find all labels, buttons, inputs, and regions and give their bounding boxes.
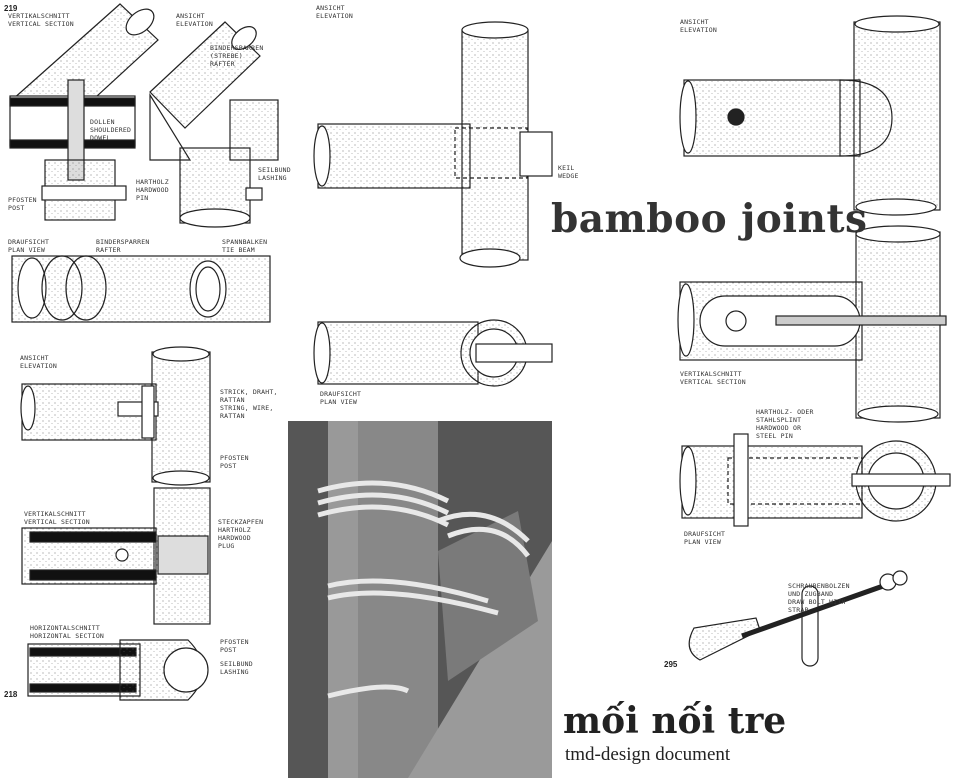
bolt-joint-section-drawing xyxy=(677,225,947,423)
label-lashing-c: SEILBUND LASHING xyxy=(220,660,253,676)
label-lashing: SEILBUND LASHING xyxy=(258,166,291,182)
label-vertical-section-b: VERTIKALSCHNITT VERTICAL SECTION xyxy=(24,510,90,526)
label-rafter: BINDERSPARREN RAFTER xyxy=(96,238,150,254)
lashed-bamboo-photo-art xyxy=(288,421,552,778)
title-vietnamese: mối nối tre xyxy=(563,700,787,742)
label-wedge: KEIL WEDGE xyxy=(558,164,579,180)
label-elevation-a: ANSICHT ELEVATION xyxy=(176,12,214,28)
label-dowel: DOLLEN SHOULDERED DOWEL xyxy=(90,118,132,142)
label-post-b: PFOSTEN POST xyxy=(220,454,249,470)
label-horizontal-section: HORIZONTALSCHNITT HORIZONTAL SECTION xyxy=(30,624,105,640)
label-plan-view-a: DRAUFSICHT PLAN VIEW xyxy=(8,238,50,254)
label-vertical-section-c: VERTIKALSCHNITT VERTICAL SECTION xyxy=(680,370,746,386)
horizontal-section-drawing xyxy=(27,639,209,701)
rafter-lashing-elevation-drawing xyxy=(149,21,279,228)
pin-joint-elevation-drawing xyxy=(679,15,941,216)
label-hardwood-pin: HARTHOLZ HARDWOOD PIN xyxy=(136,178,169,202)
label-elevation-c: ANSICHT ELEVATION xyxy=(20,354,58,370)
plug-joint-section-drawing xyxy=(21,487,211,625)
label-vertical-section-a: VERTIKALSCHNITT VERTICAL SECTION xyxy=(8,12,74,28)
tie-beam-plan-drawing xyxy=(11,255,271,323)
label-tie-beam: SPANNBALKEN TIE BEAM xyxy=(222,238,268,254)
wedge-joint-plan-drawing xyxy=(313,319,553,387)
draw-bolt-drawing xyxy=(688,570,908,667)
label-elevation-d: ANSICHT ELEVATION xyxy=(680,18,718,34)
label-rafter-strut: BINDERSPARREN (STREBE) RAFTER xyxy=(210,44,264,68)
steel-pin-plan-drawing xyxy=(679,433,951,527)
page-number-bottom-left: 218 xyxy=(4,690,18,699)
label-plan-view-c: DRAUFSICHT PLAN VIEW xyxy=(684,530,726,546)
page-number-bottom-right: 295 xyxy=(664,660,678,669)
label-post-c: PFOSTEN POST xyxy=(220,638,249,654)
label-steel-pin: HARTHOLZ- ODER STAHLSPLINT HARDWOOD OR S… xyxy=(756,408,814,440)
lashed-joint-elevation-drawing xyxy=(20,346,211,486)
lashed-bamboo-photo xyxy=(288,421,552,778)
caption-source: tmd-design document xyxy=(565,744,731,765)
label-elevation-b: ANSICHT ELEVATION xyxy=(316,4,354,20)
page-number-top-left: 219 xyxy=(4,4,18,13)
wedge-joint-elevation-drawing xyxy=(313,21,553,268)
label-plan-view-b: DRAUFSICHT PLAN VIEW xyxy=(320,390,362,406)
label-wire-rattan: STRICK, DRAHT, RATTAN STRING, WIRE, RATT… xyxy=(220,388,278,420)
label-plug: STECKZAPFEN HARTHOLZ HARDWOOD PLUG xyxy=(218,518,264,550)
title-english: bamboo joints xyxy=(551,196,868,242)
rafter-dowel-joint-drawing xyxy=(9,3,159,221)
label-post-a: PFOSTEN POST xyxy=(8,196,37,212)
label-draw-bolt: SCHRAUBENBOLZEN UND ZUGBAND DRAW BOLT WI… xyxy=(788,582,850,614)
